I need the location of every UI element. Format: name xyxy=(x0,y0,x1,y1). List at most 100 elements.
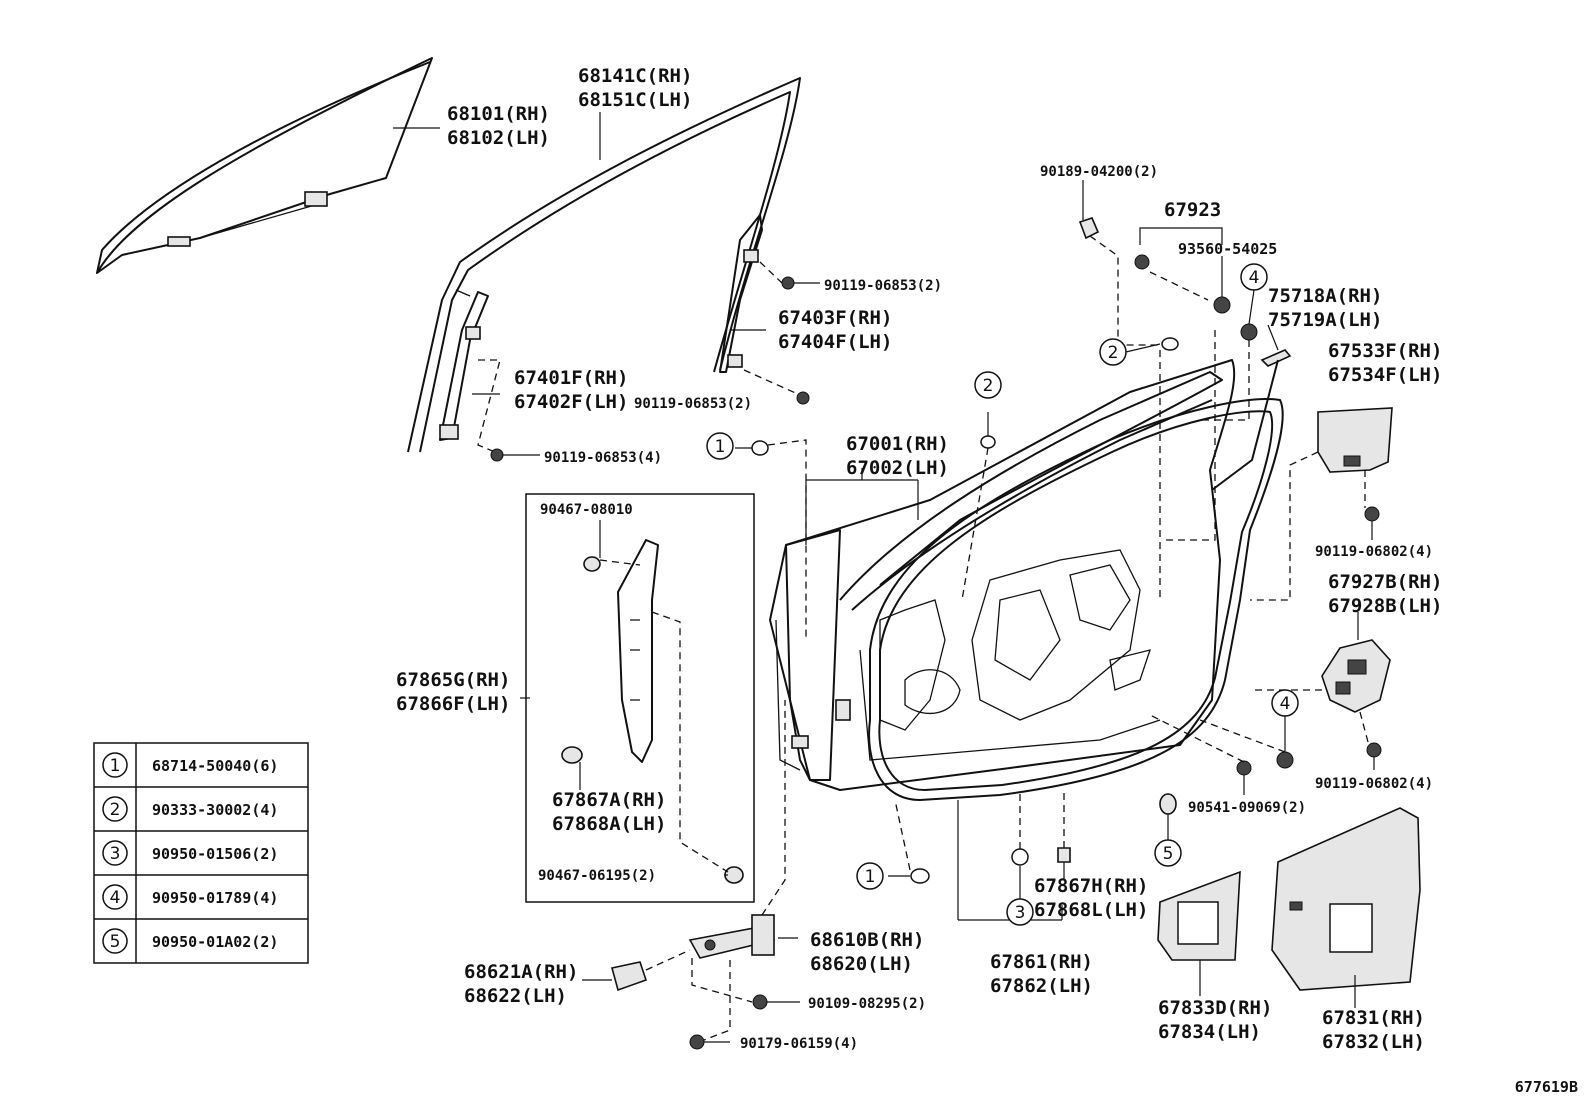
door-lock[interactable] xyxy=(1321,639,1391,713)
legend-row: 5 90950-01A02(2) xyxy=(102,928,278,954)
legend-number: 2 xyxy=(110,800,121,820)
front-division-bar[interactable] xyxy=(719,214,763,373)
door-frame-sash[interactable] xyxy=(617,539,659,763)
label-90189: 90189-04200(2) xyxy=(1040,164,1158,180)
door-glass[interactable] xyxy=(96,57,433,274)
legend-number-circle xyxy=(102,796,128,822)
label-90119a: 90119-06853(2) xyxy=(824,278,942,294)
legend-number-circle xyxy=(102,928,128,954)
label-67862: 67862(LH) xyxy=(990,975,1093,997)
svg-text:2: 2 xyxy=(1108,343,1119,363)
label-67533: 67533F(RH) xyxy=(1328,340,1442,362)
leader-m4a xyxy=(1248,289,1255,325)
label-68102: 68102(LH) xyxy=(447,127,550,149)
label-67001: 67001(RH) xyxy=(846,433,949,455)
label-67867a: 67867A(RH) xyxy=(552,789,666,811)
dash-m1b xyxy=(894,799,911,871)
legend-number-circle xyxy=(102,840,128,866)
belt-garnish[interactable] xyxy=(1211,349,1292,491)
rear-division-bar[interactable] xyxy=(439,291,489,441)
label-67534: 67534F(LH) xyxy=(1328,364,1442,386)
dash-a xyxy=(759,261,783,284)
legend-number: 5 xyxy=(110,932,121,952)
legend-part-number: 90333-30002(4) xyxy=(152,801,278,819)
label-67401: 67401F(RH) xyxy=(514,367,628,389)
label-67928: 67928B(LH) xyxy=(1328,595,1442,617)
legend-number: 1 xyxy=(110,756,121,776)
dash-67401 xyxy=(477,359,501,453)
ref-marker-4a: 4 xyxy=(1240,263,1268,291)
svg-text:1: 1 xyxy=(715,437,726,457)
legend-part-number: 90950-01A02(2) xyxy=(152,933,278,951)
service-hole-cover[interactable] xyxy=(1157,870,1241,961)
ref-marker-2b: 2 xyxy=(974,371,1002,399)
dash-90467a xyxy=(599,559,641,566)
dash-m1a xyxy=(767,439,807,640)
plug-icon xyxy=(980,435,996,449)
plug-icon xyxy=(751,440,769,456)
grommet-icon xyxy=(1011,848,1029,866)
door-weatherstrip[interactable] xyxy=(868,398,1284,801)
legend-number-circle xyxy=(102,752,128,778)
dash-90189 xyxy=(1089,235,1160,346)
ref-marker-4b: 4 xyxy=(1271,689,1299,717)
dash-90119e xyxy=(1359,711,1369,743)
label-67868l: 67868L(LH) xyxy=(1034,899,1148,921)
label-90179: 90179-06159(4) xyxy=(740,1036,858,1052)
label-67832: 67832(LH) xyxy=(1322,1031,1425,1053)
bolt-icon xyxy=(1364,506,1380,522)
waterproof-pad[interactable] xyxy=(1317,407,1393,473)
label-67834: 67834(LH) xyxy=(1158,1021,1261,1043)
label-90119b: 90119-06853(2) xyxy=(634,396,752,412)
door-trim-board[interactable] xyxy=(1271,807,1421,991)
door-check[interactable] xyxy=(688,914,775,959)
nut-icon xyxy=(1240,323,1258,341)
bolt-icon xyxy=(796,391,810,405)
label-75719: 75719A(LH) xyxy=(1268,309,1382,331)
dash-90179 xyxy=(703,960,731,1041)
label-68610: 68610B(RH) xyxy=(810,929,924,951)
ref-marker-3: 3 xyxy=(1006,898,1034,926)
label-67868a: 67868A(LH) xyxy=(552,813,666,835)
legend-part-number: 90950-01789(4) xyxy=(152,889,278,907)
label-68622: 68622(LH) xyxy=(464,985,567,1007)
svg-text:5: 5 xyxy=(1163,844,1174,864)
svg-text:4: 4 xyxy=(1249,268,1260,288)
label-67002: 67002(LH) xyxy=(846,457,949,479)
legend-row: 2 90333-30002(4) xyxy=(102,796,278,822)
label-90119e: 90119-06802(4) xyxy=(1315,776,1433,792)
label-68151: 68151C(LH) xyxy=(578,89,692,111)
leader-m2b xyxy=(1125,343,1161,353)
svg-text:3: 3 xyxy=(1015,903,1026,923)
door-check-bracket[interactable] xyxy=(611,961,648,992)
label-93560: 93560-54025 xyxy=(1178,240,1277,258)
legend-part-number: 68714-50040(6) xyxy=(152,757,278,775)
clip-icon xyxy=(583,556,601,572)
legend-number: 3 xyxy=(110,844,121,864)
label-90467b: 90467-06195(2) xyxy=(538,868,656,884)
dash-90541 xyxy=(1149,714,1245,763)
bracket-67923 xyxy=(1139,227,1223,245)
screw-icon xyxy=(1213,296,1231,314)
dash-m4a xyxy=(1200,340,1250,421)
label-67923: 67923 xyxy=(1164,199,1221,221)
label-75718: 75718A(RH) xyxy=(1268,285,1382,307)
door-panel[interactable] xyxy=(769,359,1236,791)
label-90467a: 90467-08010 xyxy=(540,502,633,518)
clip-icon xyxy=(1161,337,1179,351)
leader-75718 xyxy=(1267,324,1279,351)
label-68620: 68620(LH) xyxy=(810,953,913,975)
dash-93560 xyxy=(1149,271,1209,301)
label-67866: 67866F(LH) xyxy=(396,693,510,715)
label-90541: 90541-09069(2) xyxy=(1188,800,1306,816)
label-90109: 90109-08295(2) xyxy=(808,996,926,1012)
legend-number: 4 xyxy=(110,888,121,908)
label-67831: 67831(RH) xyxy=(1322,1007,1425,1029)
dash-m4b xyxy=(1199,719,1286,753)
label-67404: 67404F(LH) xyxy=(778,331,892,353)
label-67402: 67402F(LH) xyxy=(514,391,628,413)
bolt-icon xyxy=(752,994,768,1010)
svg-text:4: 4 xyxy=(1280,694,1291,714)
